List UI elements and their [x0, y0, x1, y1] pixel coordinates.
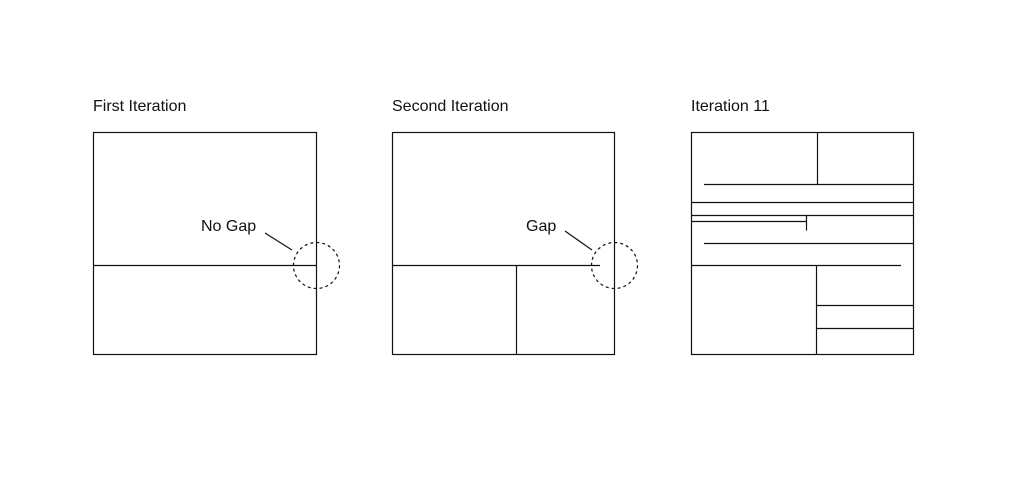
panel-1-highlight-circle	[292, 241, 341, 290]
panel-2-drawing	[391, 131, 639, 356]
panel-1-frame	[92, 131, 318, 356]
panel-2-highlight-circle	[590, 241, 639, 290]
panel-2-title: Second Iteration	[392, 98, 509, 115]
panel-2-leader-line	[564, 230, 593, 251]
annotation-no-gap: No Gap	[201, 218, 256, 235]
panel-2-frame	[391, 131, 616, 356]
panel-3-title: Iteration 11	[691, 98, 770, 115]
annotation-gap: Gap	[526, 218, 556, 235]
panel-1-drawing	[92, 131, 341, 356]
panel-1-leader-line	[264, 232, 293, 251]
panel-1-title: First Iteration	[93, 98, 187, 115]
panel-3-drawing	[690, 131, 915, 356]
